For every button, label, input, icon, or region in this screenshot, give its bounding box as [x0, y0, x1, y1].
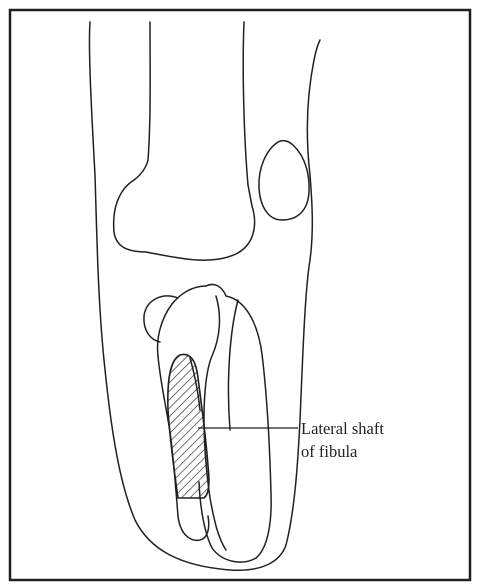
femoral-condyle [114, 180, 255, 260]
fibula-lateral-edge [228, 300, 238, 430]
callout-label-line2: of fibula [301, 442, 358, 461]
figure-border [10, 10, 470, 580]
femur-right-line [243, 22, 248, 185]
femur-left-line [134, 22, 150, 180]
tibia-inner-contour [204, 296, 226, 550]
callout-label-line1: Lateral shaft [301, 419, 384, 438]
patella [259, 141, 309, 220]
tibia-outline [199, 284, 271, 562]
